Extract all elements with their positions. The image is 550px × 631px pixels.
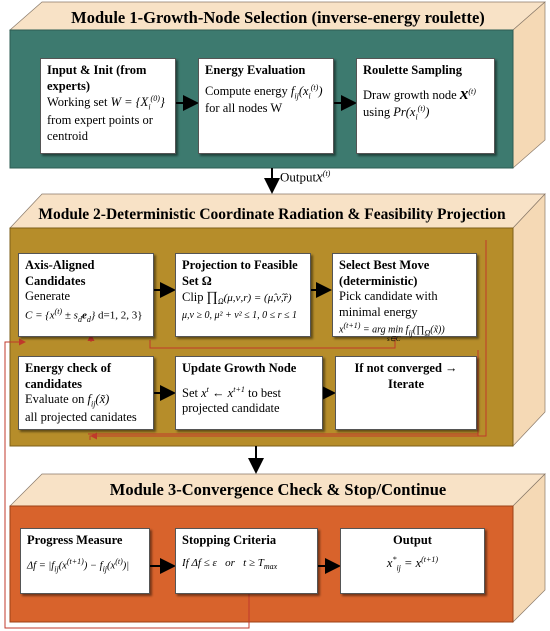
stopping-formula: If Δf ≤ ε or t ≥ Tmax — [182, 556, 278, 571]
energy-check-title: Energy check of — [25, 361, 112, 375]
update-node-box: Update Growth Node Set xt ← xt+1 to best… — [175, 356, 323, 430]
progress-measure-title: Progress Measure — [27, 533, 123, 547]
working-set-line: Working set W = {Xi(0)} — [47, 94, 165, 112]
clip-formula: Clip ∏Ω(μ,ν,r) = (μ̂,ν̂,r̂) — [182, 290, 292, 307]
update-node-title: Update Growth Node — [182, 361, 297, 375]
iterate-box: If not converged → Iterate — [335, 356, 477, 430]
projection-title: Projection to Feasible — [182, 258, 298, 272]
roulette-sampling-box: Roulette Sampling Draw growth node x(t) … — [356, 58, 495, 154]
candidate-set-formula: C = {x(t) ± sded} d=1, 2, 3} — [25, 306, 143, 324]
best-move-box: Select Best Move (deterministic) Pick ca… — [332, 253, 477, 343]
projection-box: Projection to Feasible Set Ω Clip ∏Ω(μ,ν… — [175, 253, 311, 337]
best-move-title: Select Best Move — [339, 258, 430, 272]
draw-node-line: Draw growth node x(t) — [363, 83, 476, 103]
module3-title: Module 3-Convergence Check & Stop/Contin… — [109, 480, 447, 499]
using-pr-line: using Pr(xi(t)) — [363, 103, 430, 122]
iterate-title: If not converged → — [354, 361, 458, 375]
module1-title: Module 1-Growth-Node Selection (inverse-… — [71, 8, 485, 27]
candidates-title: Axis-Aligned — [25, 258, 95, 272]
input-init-box: Input & Init (from experts) Working set … — [40, 58, 176, 154]
progress-formula: Δf = |fij(x(t+1)) − fij(x(t))| — [27, 556, 130, 574]
stopping-criteria-title: Stopping Criteria — [182, 533, 277, 547]
module2-title: Module 2-Deterministic Coordinate Radiat… — [38, 206, 506, 223]
energy-check-box: Energy check of candidates Evaluate on f… — [18, 356, 154, 430]
stopping-criteria-box: Stopping Criteria If Δf ≤ ε or t ≥ Tmax — [175, 528, 318, 594]
output-title: Output — [393, 533, 432, 547]
output-formula: x*ij = x(t+1) — [386, 554, 439, 573]
progress-measure-box: Progress Measure Δf = |fij(x(t+1)) − fij… — [20, 528, 150, 594]
output-connector-label: Outputx(t) — [280, 169, 331, 186]
roulette-sampling-title: Roulette Sampling — [363, 63, 462, 77]
input-init-title: Input & Init (from experts) — [47, 63, 147, 93]
output-box: Output x*ij = x(t+1) — [340, 528, 485, 594]
feasibility-constraints: μ,ν ≥ 0, μ² + ν² ≤ 1, 0 ≤ r ≤ 1 — [182, 310, 298, 322]
energy-evaluation-box: Energy Evaluation Compute energy fij(xi(… — [198, 58, 334, 154]
evaluate-on-line: Evaluate on fij(x̃) — [25, 392, 110, 409]
energy-evaluation-title: Energy Evaluation — [205, 63, 306, 77]
set-node-line: Set xt ← xt+1 to best — [182, 384, 281, 400]
candidates-box: Axis-Aligned Candidates Generate C = {x(… — [18, 253, 154, 337]
argmin-formula: x(t+1) = arg min fij(∏Ω(x̃)) s∈C — [339, 320, 445, 343]
compute-energy-line: Compute energy fij(xi(t)) — [205, 82, 323, 101]
loop-back-arrow — [4, 338, 250, 629]
